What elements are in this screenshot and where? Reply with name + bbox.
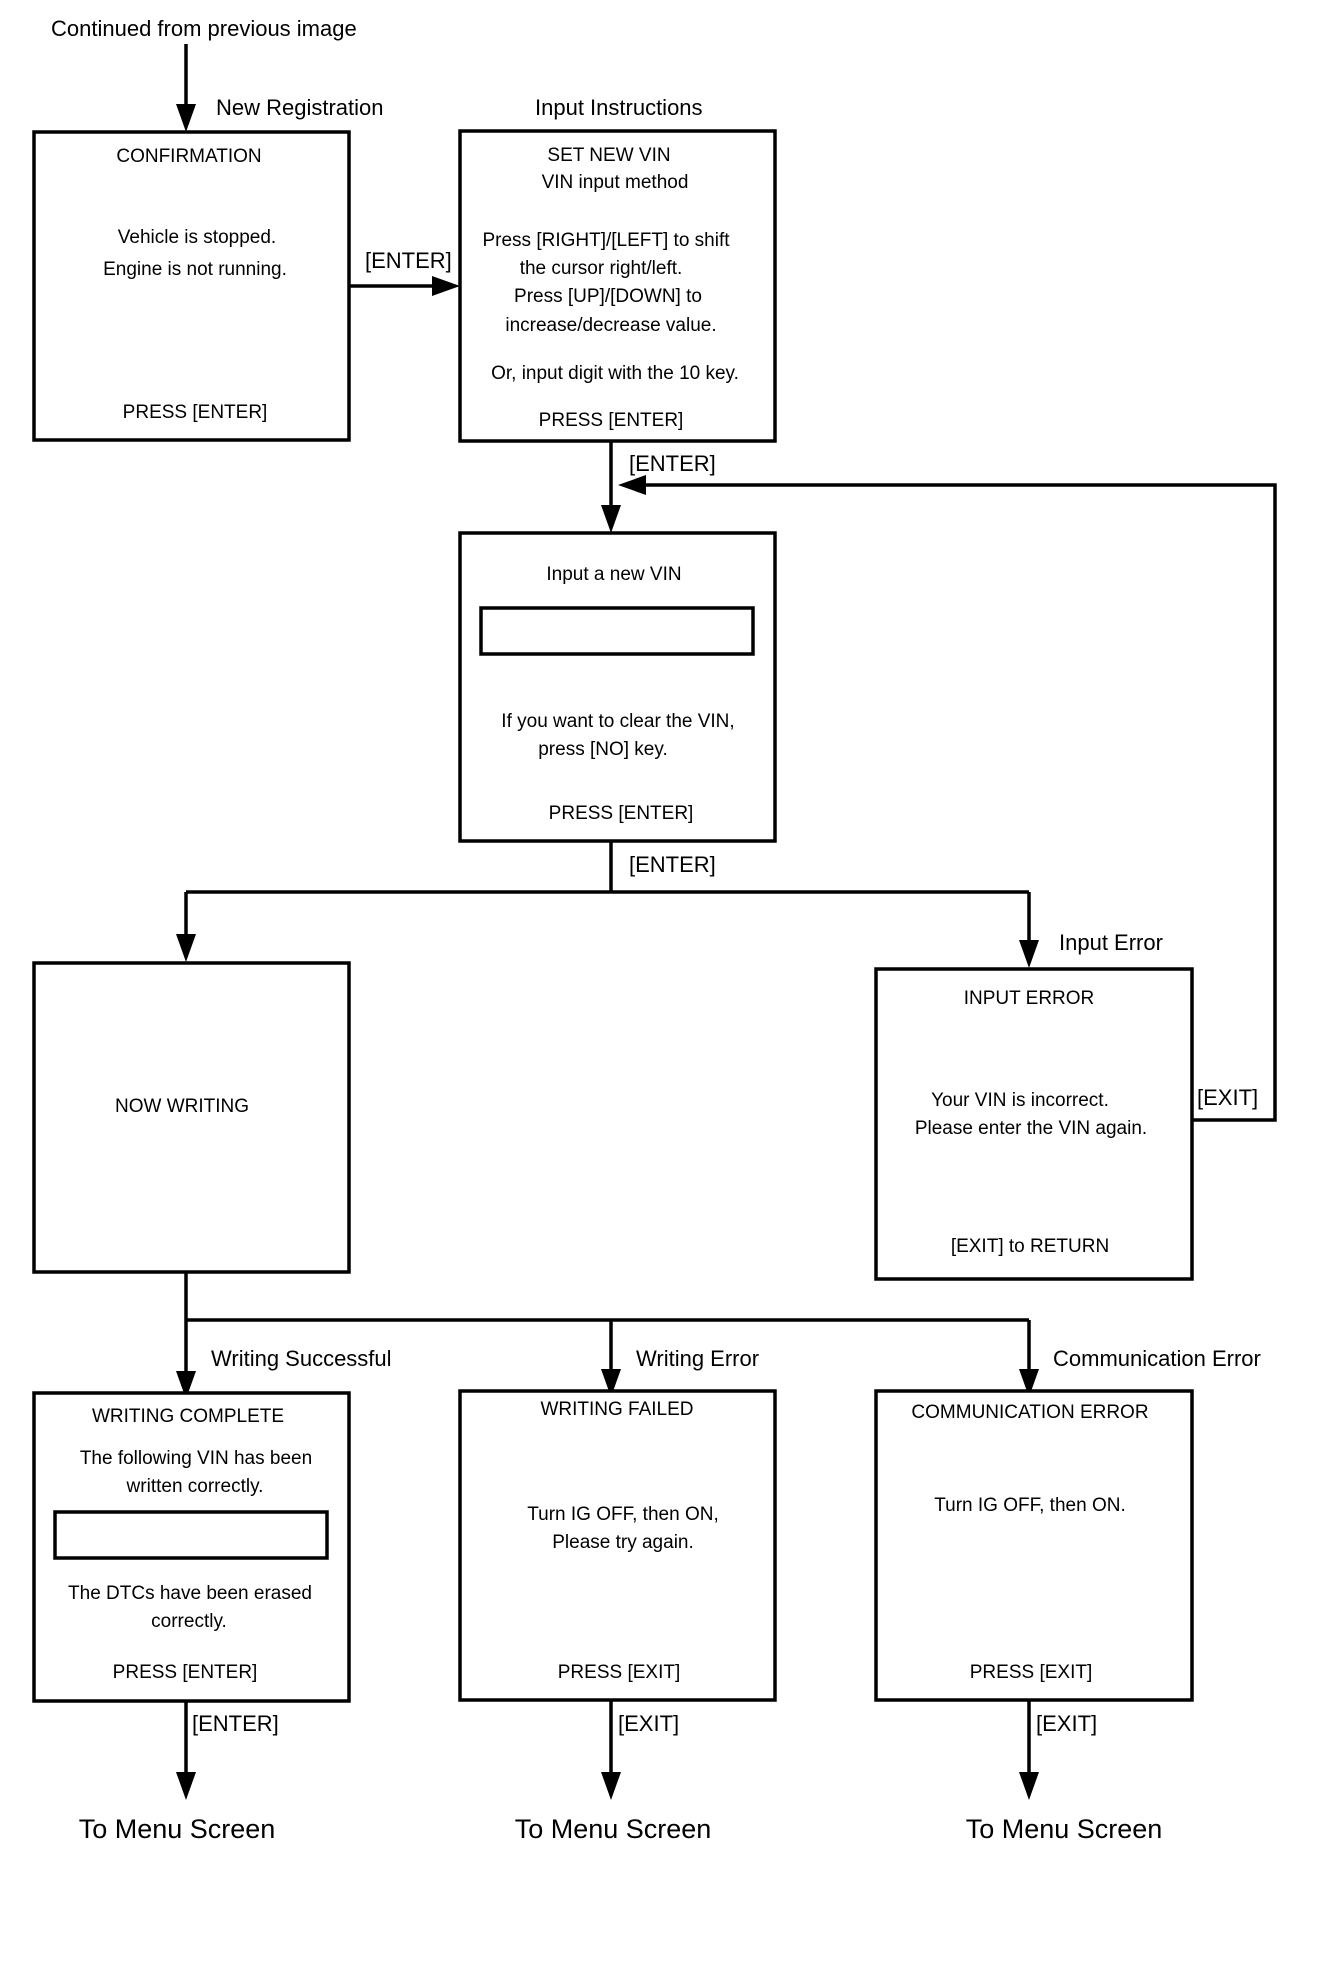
box-set-new-vin: SET NEW VIN VIN input method Press [RIGH… xyxy=(458,129,777,443)
box-set-new-vin-subtitle: VIN input method xyxy=(542,172,689,193)
label-writing-successful: Writing Successful xyxy=(211,1346,392,1371)
box-communication-error-line-1: Turn IG OFF, then ON. xyxy=(934,1495,1125,1516)
box-communication-error-frame xyxy=(874,1389,1194,1702)
box-confirmation-footer: PRESS [ENTER] xyxy=(123,402,268,423)
box-confirmation: CONFIRMATION Vehicle is stopped. Engine … xyxy=(32,130,351,442)
connectors xyxy=(184,44,1277,1782)
box-writing-failed-title: WRITING FAILED xyxy=(540,1399,693,1420)
label-new-registration: New Registration xyxy=(216,95,384,120)
arrowhead-down-icon xyxy=(176,1371,196,1399)
label-exit-2: [EXIT] xyxy=(1036,1711,1097,1736)
box-writing-complete-line-4: correctly. xyxy=(151,1611,227,1632)
arrowhead-down-icon xyxy=(1019,940,1039,968)
arrowhead-down-icon xyxy=(176,104,196,132)
arrowhead-down-icon xyxy=(1019,1772,1039,1800)
box-input-error: INPUT ERROR Your VIN is incorrect. Pleas… xyxy=(874,967,1194,1281)
destination-menu-1: To Menu Screen xyxy=(79,1814,276,1844)
vin-input-field[interactable] xyxy=(479,606,755,656)
box-communication-error: COMMUNICATION ERROR Turn IG OFF, then ON… xyxy=(874,1389,1194,1702)
arrowhead-down-icon xyxy=(601,505,621,533)
box-input-vin-footer: PRESS [ENTER] xyxy=(549,803,694,824)
label-enter-3: [ENTER] xyxy=(629,852,716,877)
box-input-error-line-2: Please enter the VIN again. xyxy=(915,1118,1147,1139)
arrowhead-down-icon xyxy=(176,934,196,962)
box-writing-complete-line-3: The DTCs have been erased xyxy=(68,1583,312,1604)
arrowhead-left-icon xyxy=(618,475,646,495)
box-confirmation-title: CONFIRMATION xyxy=(116,146,261,167)
box-set-new-vin-frame xyxy=(458,129,777,443)
box-writing-failed-frame xyxy=(458,1389,777,1702)
box-writing-complete-footer: PRESS [ENTER] xyxy=(113,1662,258,1683)
arrowhead-down-icon xyxy=(601,1772,621,1800)
box-writing-failed-line-1: Turn IG OFF, then ON, xyxy=(527,1504,718,1525)
label-enter-1: [ENTER] xyxy=(365,248,452,273)
box-writing-complete-title: WRITING COMPLETE xyxy=(92,1406,284,1427)
box-set-new-vin-line-1: Press [RIGHT]/[LEFT] to shift xyxy=(482,230,730,251)
box-input-error-title: INPUT ERROR xyxy=(964,988,1095,1009)
box-writing-complete-line-2: written correctly. xyxy=(126,1476,264,1497)
box-confirmation-line-2: Engine is not running. xyxy=(103,259,287,280)
box-set-new-vin-extra: Or, input digit with the 10 key. xyxy=(491,363,739,384)
box-set-new-vin-title: SET NEW VIN xyxy=(547,145,670,166)
written-vin-field xyxy=(53,1510,329,1560)
box-set-new-vin-line-2: the cursor right/left. xyxy=(520,258,683,279)
box-writing-failed-footer: PRESS [EXIT] xyxy=(558,1662,680,1683)
arrowhead-down-icon xyxy=(176,1772,196,1800)
label-input-instructions: Input Instructions xyxy=(535,95,703,120)
connector-exit-loop xyxy=(632,483,1277,1122)
destinations: To Menu Screen To Menu Screen To Menu Sc… xyxy=(79,1814,1163,1844)
box-set-new-vin-line-3: Press [UP]/[DOWN] to xyxy=(514,286,702,307)
box-set-new-vin-line-4: increase/decrease value. xyxy=(505,315,716,336)
box-writing-failed: WRITING FAILED Turn IG OFF, then ON, Ple… xyxy=(458,1389,777,1702)
label-input-error: Input Error xyxy=(1059,930,1163,955)
box-input-vin-frame xyxy=(458,531,777,843)
box-input-error-footer: [EXIT] to RETURN xyxy=(951,1236,1109,1257)
box-input-vin: Input a new VIN If you want to clear the… xyxy=(458,531,777,843)
box-input-vin-title: Input a new VIN xyxy=(546,564,681,585)
label-writing-error: Writing Error xyxy=(636,1346,759,1371)
arrowhead-down-icon xyxy=(601,1369,621,1397)
box-communication-error-title: COMMUNICATION ERROR xyxy=(911,1402,1148,1423)
box-input-vin-line-2: press [NO] key. xyxy=(538,739,668,760)
top-label: Continued from previous image xyxy=(51,16,357,41)
destination-menu-3: To Menu Screen xyxy=(966,1814,1163,1844)
box-writing-failed-line-2: Please try again. xyxy=(552,1532,694,1553)
label-enter-4: [ENTER] xyxy=(192,1711,279,1736)
box-now-writing-title: NOW WRITING xyxy=(115,1096,249,1117)
box-confirmation-line-1: Vehicle is stopped. xyxy=(118,227,276,248)
box-set-new-vin-footer: PRESS [ENTER] xyxy=(539,410,684,431)
box-now-writing-frame xyxy=(32,961,351,1274)
box-input-vin-line-1: If you want to clear the VIN, xyxy=(501,711,734,732)
box-input-error-line-1: Your VIN is incorrect. xyxy=(931,1090,1109,1111)
label-exit-loop: [EXIT] xyxy=(1197,1085,1258,1110)
box-writing-complete: WRITING COMPLETE The following VIN has b… xyxy=(32,1391,351,1703)
arrowhead-right-icon xyxy=(432,276,460,296)
box-input-error-frame xyxy=(874,967,1194,1281)
edge-labels: Continued from previous image New Regist… xyxy=(51,16,1261,1736)
box-communication-error-footer: PRESS [EXIT] xyxy=(970,1662,1092,1683)
label-exit-1: [EXIT] xyxy=(618,1711,679,1736)
box-writing-complete-line-1: The following VIN has been xyxy=(80,1448,312,1469)
destination-menu-2: To Menu Screen xyxy=(515,1814,712,1844)
box-now-writing: NOW WRITING xyxy=(32,961,351,1274)
label-enter-2: [ENTER] xyxy=(629,451,716,476)
box-confirmation-frame xyxy=(32,130,351,442)
label-communication-error: Communication Error xyxy=(1053,1346,1261,1371)
arrowhead-down-icon xyxy=(1019,1369,1039,1397)
arrowheads xyxy=(176,104,1039,1800)
